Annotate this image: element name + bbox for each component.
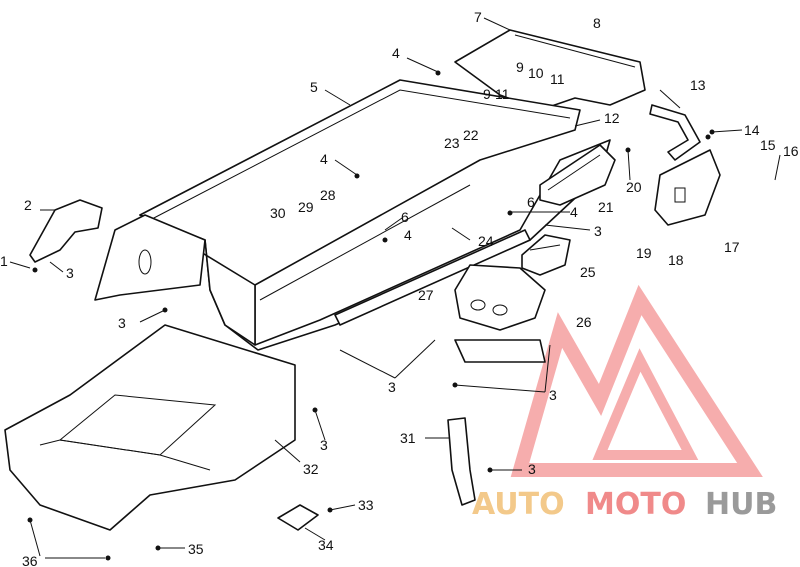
main-frame-part bbox=[139, 79, 611, 351]
callout-6: 6 bbox=[401, 209, 409, 225]
watermark-moto: MOTO bbox=[585, 487, 686, 522]
callout-26: 26 bbox=[576, 314, 592, 330]
callout-25: 25 bbox=[580, 264, 596, 280]
callout-31: 31 bbox=[400, 430, 416, 446]
side-rail-part-24 bbox=[334, 229, 531, 326]
callout-7: 7 bbox=[474, 9, 482, 25]
callout-19: 19 bbox=[636, 245, 652, 261]
callout-3-bracket-31: 3 bbox=[528, 461, 536, 477]
callout-21: 21 bbox=[598, 199, 614, 215]
callout-5: 5 bbox=[310, 79, 318, 95]
callout-3-bracket: 3 bbox=[549, 387, 557, 403]
watermark-text: AUTO MOTO HUB bbox=[472, 487, 777, 522]
bracket-part-31 bbox=[447, 417, 476, 506]
callout-3-center: 3 bbox=[388, 379, 396, 395]
switch-block-part-25 bbox=[521, 234, 571, 276]
callout-36: 36 bbox=[22, 553, 38, 567]
watermark-logo-icon bbox=[510, 284, 763, 477]
callout-11-lower: 11 bbox=[495, 86, 510, 102]
callout-12: 12 bbox=[604, 110, 620, 126]
callout-22: 22 bbox=[463, 127, 479, 143]
callout-27: 27 bbox=[418, 287, 434, 303]
callout-20: 20 bbox=[626, 179, 642, 195]
callout-labels: 1 2 3 4 5 6 7 8 9 10 11 12 13 14 15 16 1… bbox=[0, 9, 799, 567]
callout-14: 14 bbox=[744, 122, 760, 138]
callout-3-front-left: 3 bbox=[118, 315, 126, 331]
callout-4-mid: 4 bbox=[320, 151, 328, 167]
callout-24: 24 bbox=[478, 233, 494, 249]
callout-6-right: 6 bbox=[527, 194, 535, 210]
callout-4: 4 bbox=[392, 45, 400, 61]
callout-18: 18 bbox=[668, 252, 684, 268]
callout-1: 1 bbox=[0, 253, 8, 269]
callout-35: 35 bbox=[188, 541, 204, 557]
callout-3: 3 bbox=[66, 265, 74, 281]
callout-34: 34 bbox=[318, 537, 334, 553]
callout-4-lower: 4 bbox=[404, 227, 412, 243]
callout-9-lower: 9 bbox=[483, 86, 491, 102]
callout-3-pan: 3 bbox=[320, 437, 328, 453]
plate-part-34 bbox=[277, 504, 319, 531]
callout-17: 17 bbox=[724, 239, 740, 255]
callout-32: 32 bbox=[303, 461, 319, 477]
front-frame-end-part bbox=[94, 214, 206, 301]
callout-33: 33 bbox=[358, 497, 374, 513]
callout-11: 11 bbox=[550, 71, 565, 87]
callout-28: 28 bbox=[320, 187, 336, 203]
lower-pan-part-32 bbox=[4, 324, 296, 531]
watermark-auto: AUTO bbox=[472, 487, 565, 522]
plate-part-19 bbox=[654, 149, 721, 226]
bracket-assembly-part-26 bbox=[454, 264, 546, 363]
callout-23: 23 bbox=[444, 135, 460, 151]
callout-29: 29 bbox=[298, 199, 314, 215]
bracket-part-13 bbox=[649, 104, 701, 161]
leader-lines bbox=[9, 17, 781, 559]
fastener-dots bbox=[27, 70, 715, 561]
callout-4-right: 4 bbox=[570, 204, 578, 220]
callout-10: 10 bbox=[528, 65, 544, 81]
callout-15: 15 bbox=[760, 137, 776, 153]
callout-13: 13 bbox=[690, 77, 706, 93]
callout-3-rear-right: 3 bbox=[594, 223, 602, 239]
watermark-hub: HUB bbox=[705, 487, 777, 522]
callout-30: 30 bbox=[270, 205, 286, 221]
bracket-part-2 bbox=[29, 199, 103, 263]
guard-part-21 bbox=[539, 144, 616, 206]
callout-16: 16 bbox=[783, 143, 799, 159]
callout-2: 2 bbox=[24, 197, 32, 213]
callout-8: 8 bbox=[593, 15, 601, 31]
callout-9: 9 bbox=[516, 59, 524, 75]
